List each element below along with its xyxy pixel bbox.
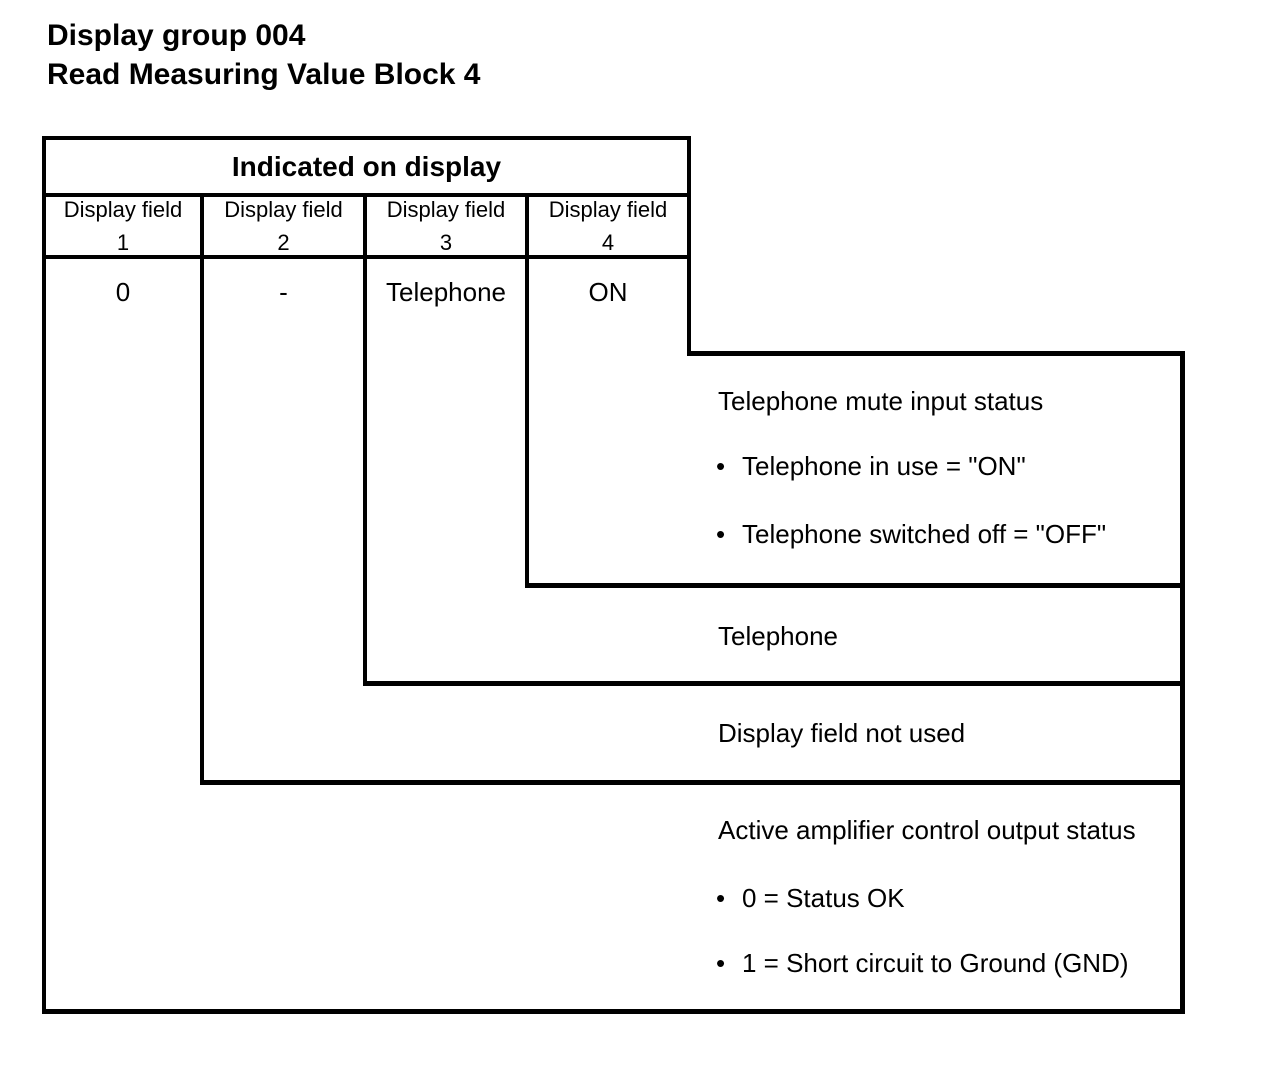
callout-field2-top-line xyxy=(363,681,1185,686)
bullet-icon: • xyxy=(716,519,726,549)
column-header-1-label: Display field xyxy=(63,197,183,222)
callout-field1-bullet-2: • 1 = Short circuit to Ground (GND) xyxy=(716,947,1129,979)
page-title-line-2: Read Measuring Value Block 4 xyxy=(47,58,481,91)
column-header-3: Display field 3 xyxy=(367,197,525,255)
column-header-1: Display field 1 xyxy=(46,197,200,255)
table-left-border-connector xyxy=(42,136,46,1014)
column-header-2: Display field 2 xyxy=(204,197,363,255)
column-header-4-number: 4 xyxy=(601,230,615,255)
callout-field4-bullet-2: • Telephone switched off = "OFF" xyxy=(716,518,1106,550)
page-title-line-1: Display group 004 xyxy=(47,19,306,52)
diagram-right-edge-line xyxy=(1180,351,1185,1014)
column-header-3-number: 3 xyxy=(439,230,453,255)
callout-field3-top-line xyxy=(525,583,1185,588)
column-header-4: Display field 4 xyxy=(529,197,687,255)
bullet-icon: • xyxy=(716,883,726,913)
display-field-4-value: ON xyxy=(588,277,628,307)
callout-field4-bullet-2-text: Telephone switched off = "OFF" xyxy=(742,519,1107,549)
display-field-1-value: 0 xyxy=(115,277,131,307)
table-right-border-connector xyxy=(687,136,691,356)
callout-field3-heading: Telephone xyxy=(718,621,838,651)
callout-field1-bullet-1: • 0 = Status OK xyxy=(716,882,905,914)
callout-field4-top-line xyxy=(687,351,1185,356)
bullet-icon: • xyxy=(716,451,726,481)
display-field-2-value: - xyxy=(279,277,288,307)
page-title: Display group 004 Read Measuring Value B… xyxy=(47,16,481,94)
bullet-icon: • xyxy=(716,948,726,978)
callout-field4-bullet-1: • Telephone in use = "ON" xyxy=(716,450,1026,482)
display-field-3-value: Telephone xyxy=(386,277,506,307)
callout-field1-heading: Active amplifier control output status xyxy=(718,815,1136,845)
column-header-3-label: Display field xyxy=(386,197,506,222)
callout-field1-top-line xyxy=(200,780,1185,785)
table-top-border xyxy=(42,136,691,140)
callout-field1-bullet-1-text: 0 = Status OK xyxy=(742,883,905,913)
column-header-4-label: Display field xyxy=(548,197,668,222)
column-header-1-number: 1 xyxy=(116,230,130,255)
callout-field4-bullet-1-text: Telephone in use = "ON" xyxy=(742,451,1026,481)
column-header-2-label: Display field xyxy=(224,197,343,222)
table-header: Indicated on display xyxy=(231,150,502,182)
callout-field4-heading: Telephone mute input status xyxy=(718,386,1044,416)
diagram-bottom-line xyxy=(42,1009,1185,1014)
column-header-2-number: 2 xyxy=(277,230,290,255)
callout-field1-bullet-2-text: 1 = Short circuit to Ground (GND) xyxy=(742,948,1129,978)
column-3-4-divider-connector xyxy=(525,193,529,588)
column-2-3-divider-connector xyxy=(363,193,367,686)
callout-field2-heading: Display field not used xyxy=(718,718,966,748)
column-1-2-divider-connector xyxy=(200,193,204,785)
